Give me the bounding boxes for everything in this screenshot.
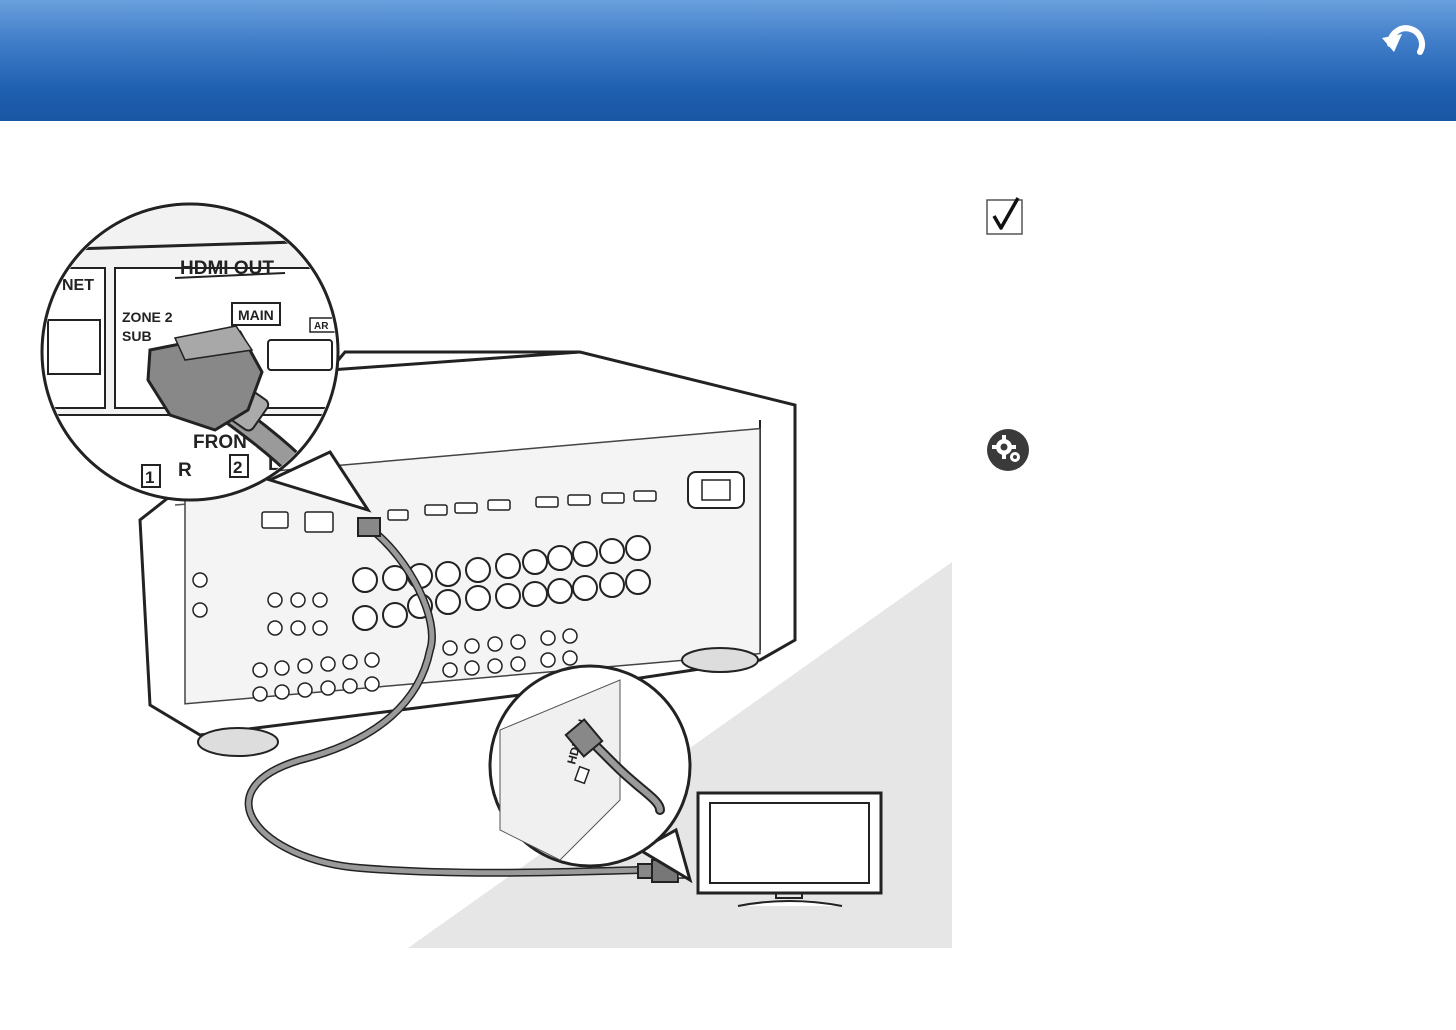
connection-illustration: HDMI IN HDMI OUT NET ZONE 2 SUB MAIN AR [0,140,960,960]
main-label: MAIN [238,307,274,323]
television [698,793,881,906]
tv-zoom-callout: HDMI IN [490,666,690,880]
checkbox-icon [986,196,1024,236]
ethernet-label: NET [62,277,94,294]
gear-icon [986,428,1030,472]
back-arrow-icon [1380,18,1436,66]
svg-text:1: 1 [145,468,154,487]
svg-text:2: 2 [233,458,242,477]
arc-label: AR [314,321,329,332]
hdmi-out-label: HDMI OUT [180,258,274,279]
front-label: FRON [193,432,247,453]
hdmi-out-zoom-callout: HDMI OUT NET ZONE 2 SUB MAIN AR FRON 1 R… [40,200,368,510]
sub-label: SUB [122,328,152,344]
zone2-label: ZONE 2 [122,309,173,325]
header-bar [0,0,1456,121]
back-button[interactable] [1380,18,1436,66]
svg-text:R: R [178,460,192,481]
